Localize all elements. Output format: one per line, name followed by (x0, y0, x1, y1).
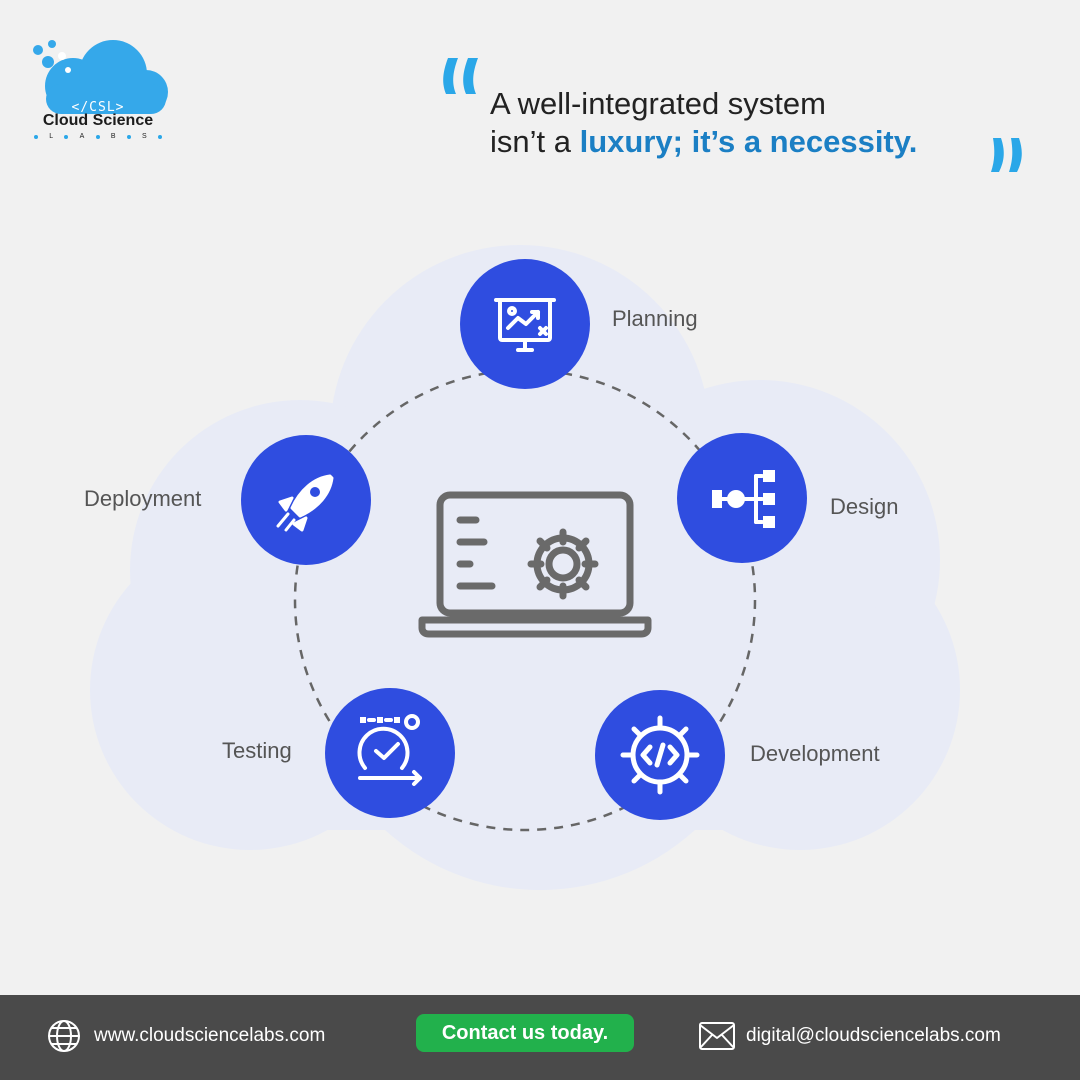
stage-node-deployment (241, 435, 371, 565)
stage-node-design (677, 433, 807, 563)
stage-label-planning: Planning (612, 306, 698, 331)
stage-label-development: Development (750, 741, 880, 766)
close-quote-icon (991, 138, 1022, 172)
quote-line-2-plain: isn’t a (490, 124, 580, 159)
logo-sub-letter: A (79, 133, 85, 140)
cycle-ring (293, 368, 757, 832)
website-link[interactable]: www.cloudsciencelabs.com (94, 1025, 326, 1046)
stage-node-planning (460, 259, 590, 389)
quote-line-2: isn’t a luxury; it’s a necessity. (490, 124, 1030, 160)
presentation-board-icon (494, 298, 556, 352)
flowchart-icon (712, 470, 775, 528)
logo-name: Cloud Science (42, 112, 154, 129)
stage-node-testing (325, 688, 455, 818)
logo-sub-letter: S (142, 133, 147, 140)
stage-label-design: Design (830, 494, 898, 519)
globe-icon (48, 1020, 80, 1052)
code-gear-icon (620, 715, 700, 795)
stage-label-deployment: Deployment (84, 486, 201, 511)
stage-node-development (595, 690, 725, 820)
laptop-gear-icon (418, 491, 652, 638)
quote-accent: luxury; it’s a necessity. (579, 124, 918, 159)
brand-logo: </CSL> Cloud Science L A B S (18, 36, 178, 146)
cloud-logo-icon (33, 40, 168, 114)
testing-cycle-icon (357, 714, 422, 786)
logo-code-mark: </CSL> (71, 100, 125, 115)
quote-line-1: A well-integrated system (490, 86, 826, 121)
stage-label-testing: Testing (222, 738, 292, 763)
sdlc-cycle-diagram: Planning Design Development (84, 245, 960, 890)
logo-sub-letter: B (110, 133, 116, 140)
mail-icon (699, 1022, 735, 1050)
logo-sub-letter: L (49, 133, 54, 140)
open-quote-icon (443, 58, 478, 94)
logo-subtitle: L A B S (34, 133, 162, 140)
rocket-icon (276, 474, 334, 532)
email-link[interactable]: digital@cloudsciencelabs.com (746, 1025, 1001, 1046)
contact-us-button[interactable]: Contact us today. (416, 1014, 634, 1052)
